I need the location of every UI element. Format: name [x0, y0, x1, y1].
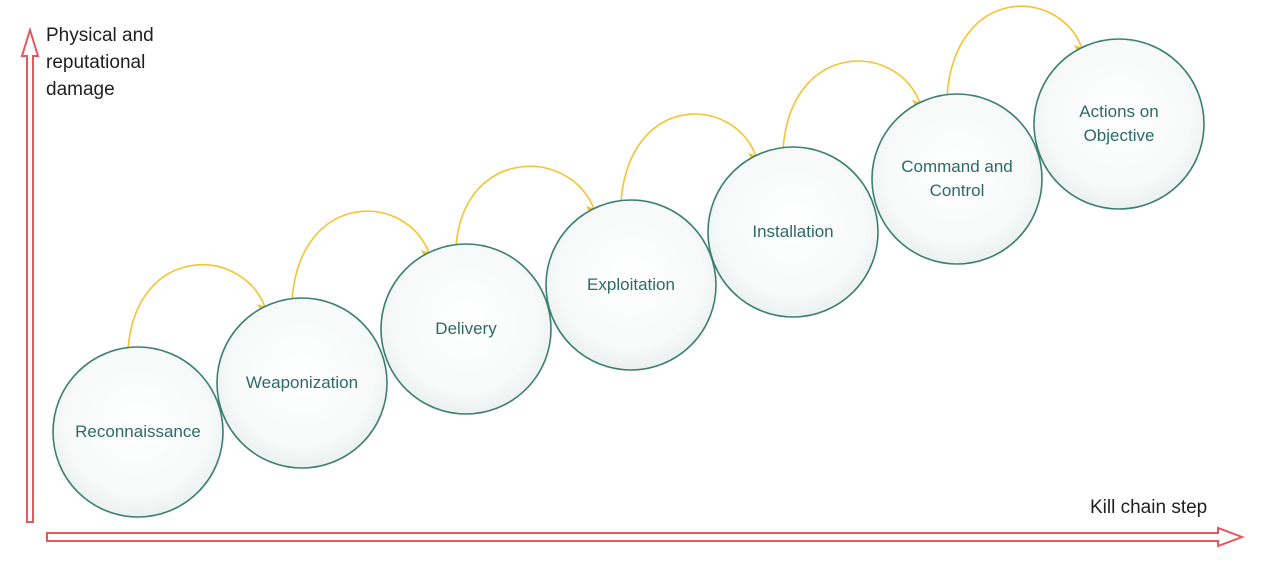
step-label: Exploitation [587, 275, 675, 294]
transition-arc [946, 5, 1083, 97]
transition-arc [291, 210, 430, 301]
x-axis-label: Kill chain step [1090, 497, 1208, 518]
y-axis-arrow [20, 26, 40, 523]
step-circle [871, 93, 1043, 265]
step-circle [52, 346, 224, 518]
step-label: Weaponization [245, 373, 359, 392]
step-circle [707, 146, 879, 318]
step-circle [216, 297, 388, 469]
transition-arc [127, 264, 266, 350]
step-label: Reconnaissance [75, 422, 201, 441]
step-circle [380, 243, 552, 415]
x-axis-arrow [46, 526, 1245, 548]
transition-arc [620, 113, 757, 203]
step-label: Command and Control [901, 157, 1013, 200]
step-label: Actions on Objective [1079, 102, 1159, 145]
transition-arc [782, 60, 921, 150]
step-circle [1033, 38, 1205, 210]
step-circle [545, 199, 717, 371]
step-label: Delivery [435, 319, 497, 338]
transition-arc [455, 165, 595, 247]
y-axis-label: Physical and reputational damage [46, 25, 154, 100]
step-label: Installation [752, 222, 834, 241]
